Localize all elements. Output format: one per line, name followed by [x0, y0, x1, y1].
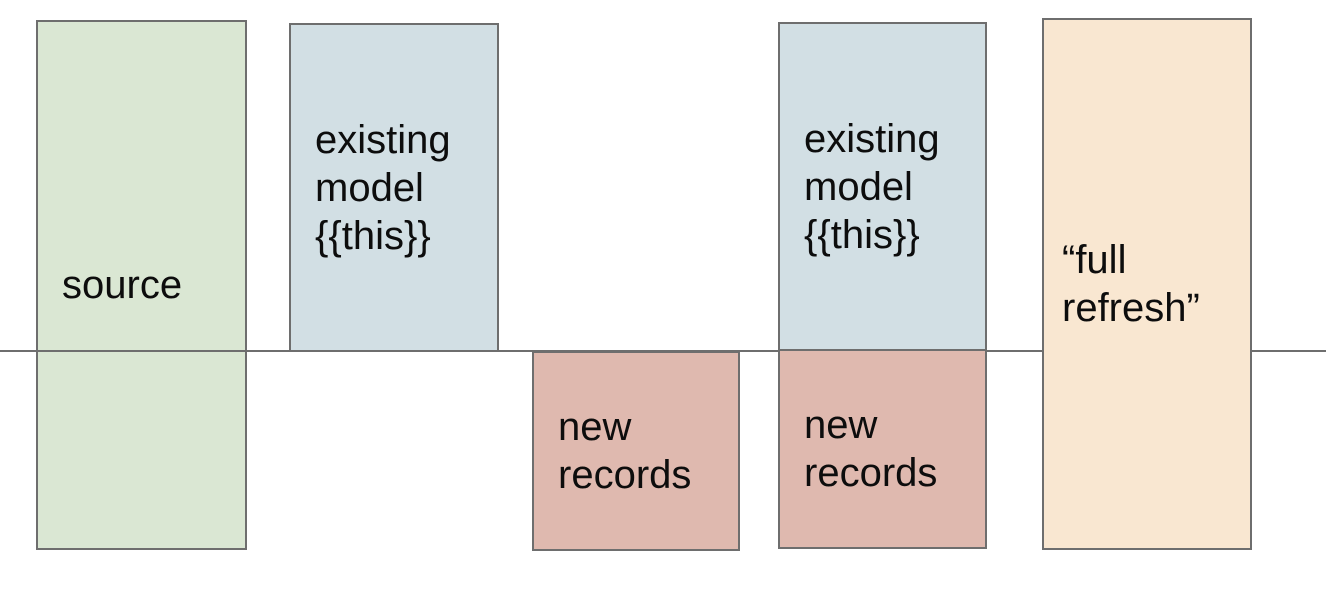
existing-model-box-2: existing model {{this}}	[778, 22, 987, 352]
full-refresh-label: “full refresh”	[1062, 238, 1200, 330]
existing-model-label-2: existing model {{this}}	[804, 117, 940, 257]
existing-model-box-1: existing model {{this}}	[289, 23, 499, 352]
source-label: source	[62, 263, 183, 307]
full-refresh-box: “full refresh”	[1042, 18, 1252, 550]
existing-model-label-1: existing model {{this}}	[315, 117, 451, 258]
source-box: source	[36, 20, 247, 550]
new-records-box-2: new records	[778, 349, 987, 549]
new-records-label-2: new records	[804, 403, 938, 495]
new-records-label-1: new records	[558, 405, 692, 497]
new-records-box-1: new records	[532, 351, 740, 551]
